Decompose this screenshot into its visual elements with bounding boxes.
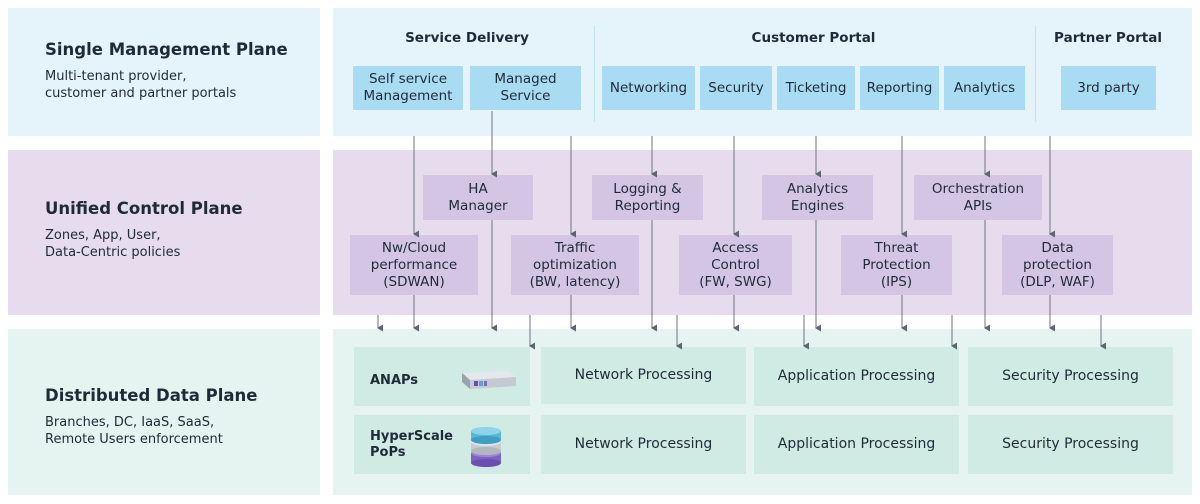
management-plane-subtitle: Multi-tenant provider, customer and part… [45,69,237,101]
customer-portal-header: Customer Portal [751,30,876,46]
ticketing-box: Ticketing [777,66,855,110]
database-stack-icon [471,427,501,467]
hyperscale-pops-box: HyperScale PoPs [354,415,530,474]
logging-reporting-box: Logging &Reporting [592,175,703,220]
third-party-box: 3rd party [1061,66,1156,110]
portal-divider [1035,26,1036,122]
control-plane-subtitle: Zones, App, User, Data-Centric policies [45,228,181,260]
analytics-box: Analytics [944,66,1025,110]
control-plane-title: Unified Control Plane [45,199,243,218]
networking-box: Networking [602,66,695,110]
network-processing-box: Network Processing [541,347,746,404]
data-plane-label: Distributed Data Plane Branches, DC, Iaa… [8,386,320,448]
portal-divider [594,26,595,122]
anaps-box: ANAPs [354,347,530,406]
reporting-box: Reporting [860,66,939,110]
security-processing-box: Security Processing [968,347,1173,406]
application-processing-box: Application Processing [754,347,959,406]
data-plane-subtitle: Branches, DC, IaaS, SaaS, Remote Users e… [45,415,223,447]
management-plane-left-panel [8,8,320,136]
control-plane-left-panel [8,150,320,315]
partner-portal-header: Partner Portal [1054,30,1162,46]
control-plane-label: Unified Control Plane Zones, App, User, … [8,199,320,261]
service-delivery-header: Service Delivery [405,30,529,46]
security-box: Security [700,66,772,110]
management-plane-title: Single Management Plane [45,40,288,59]
network-processing-box: Network Processing [541,415,746,474]
data-plane-left-panel [8,329,320,495]
application-processing-box: Application Processing [754,415,959,474]
hyperscale-pops-label: HyperScale PoPs [370,429,454,460]
management-plane-label: Single Management Plane Multi-tenant pro… [8,40,320,102]
anaps-label: ANAPs [370,373,419,388]
appliance-icon [462,371,516,389]
security-processing-box: Security Processing [968,415,1173,474]
data-plane-title: Distributed Data Plane [45,386,258,405]
